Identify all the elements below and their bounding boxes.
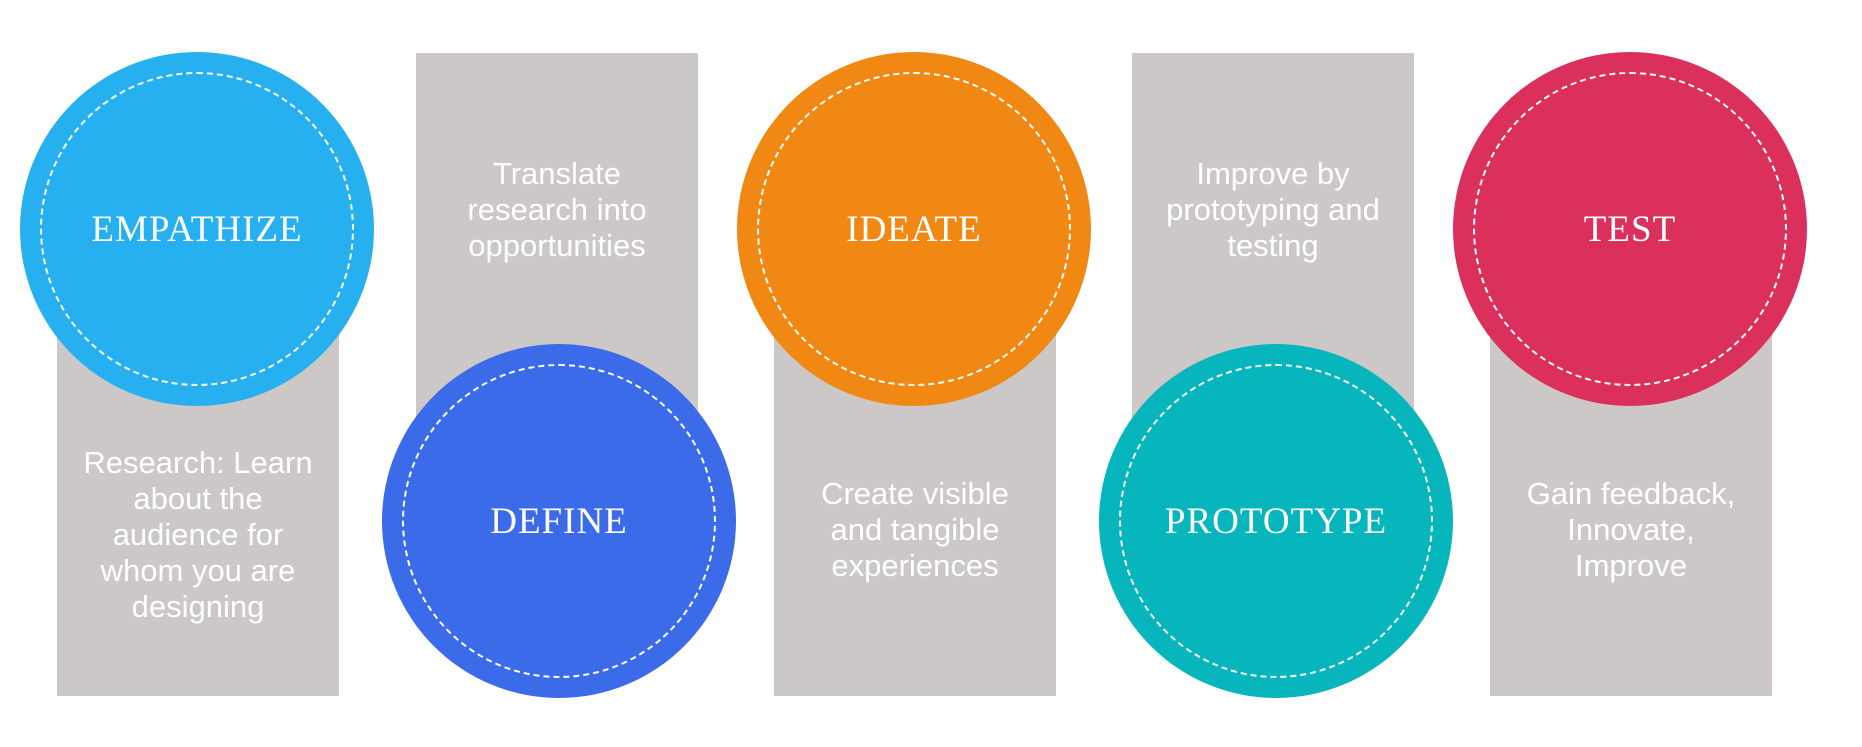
dashed-ring <box>40 72 354 386</box>
circle-ideate: IDEATE <box>737 52 1091 406</box>
dashed-ring <box>402 364 716 678</box>
stage-title-prototype: PROTOTYPE <box>1164 500 1388 542</box>
stage-title-test: TEST <box>1583 208 1677 250</box>
dashed-ring <box>1119 364 1433 678</box>
panel-prototype: Improve by prototyping and testing <box>1132 53 1414 423</box>
circle-empathize: EMPATHIZE <box>20 52 374 406</box>
empathize-description: Research: Learn about the audience for w… <box>83 445 313 624</box>
dashed-ring <box>1473 72 1787 386</box>
stage-title-ideate: IDEATE <box>846 208 982 250</box>
test-description: Gain feedback, Innovate, Improve <box>1526 476 1736 583</box>
prototype-description: Improve by prototyping and testing <box>1166 156 1380 263</box>
dashed-ring <box>757 72 1071 386</box>
circle-test: TEST <box>1453 52 1807 406</box>
stage-title-empathize: EMPATHIZE <box>91 208 303 250</box>
define-description: Translate research into opportunities <box>467 156 647 263</box>
circle-prototype: PROTOTYPE <box>1099 344 1453 698</box>
circle-define: DEFINE <box>382 344 736 698</box>
stage-title-define: DEFINE <box>490 500 628 542</box>
ideate-description: Create visible and tangible experiences <box>821 476 1009 583</box>
